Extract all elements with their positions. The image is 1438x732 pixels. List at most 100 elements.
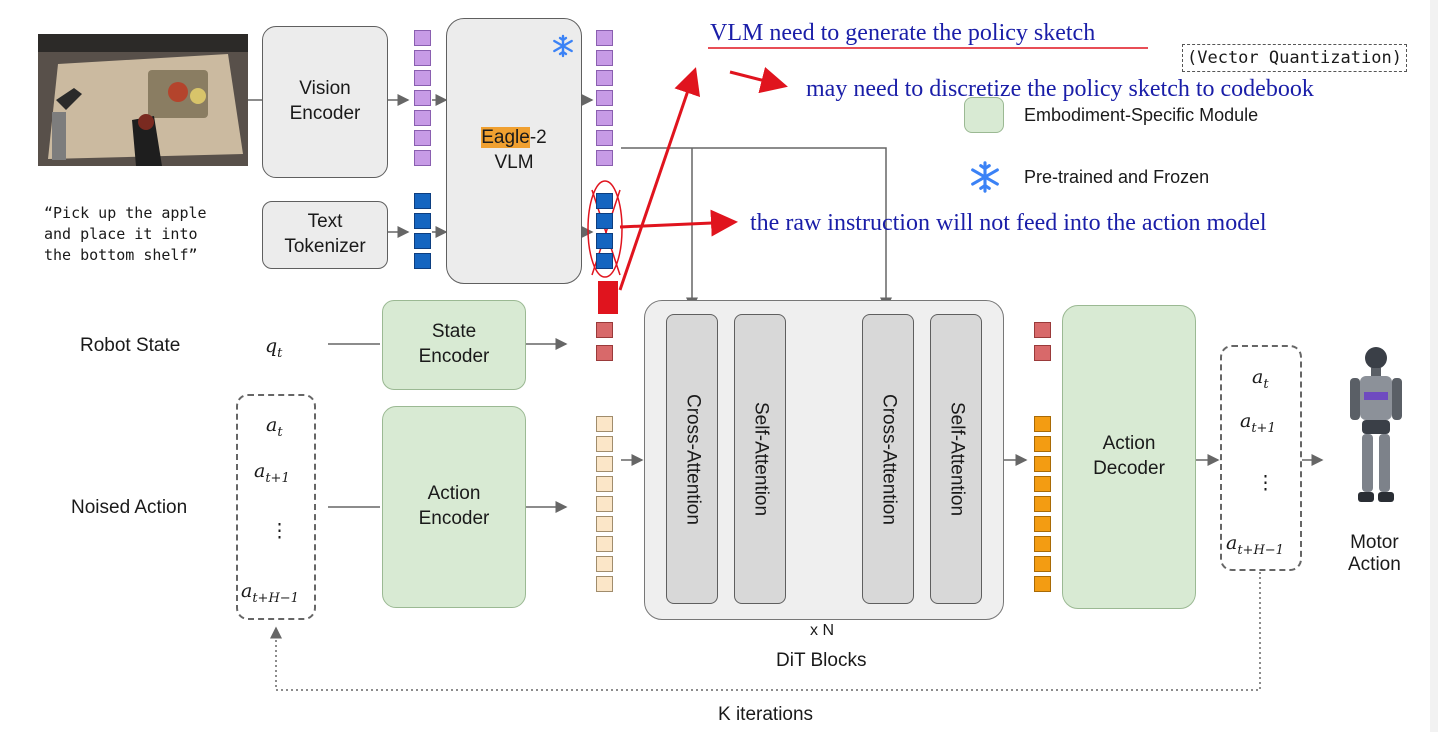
vlm-output-token xyxy=(596,50,613,66)
snowflake-icon xyxy=(971,161,999,193)
cross-attention-block-2: Cross-Attention xyxy=(862,314,914,604)
noised-action-box xyxy=(236,394,316,620)
cross-attention-block-1: Cross-Attention xyxy=(666,314,718,604)
action-token xyxy=(596,516,613,532)
action-token xyxy=(596,456,613,472)
output-a-t1: at+1 xyxy=(1240,410,1276,436)
humanoid-robot-image xyxy=(1350,347,1402,502)
action-encoder-label: Encoder xyxy=(418,508,490,529)
action-token xyxy=(596,576,613,592)
noised-a-t1: at+1 xyxy=(254,460,290,486)
cross-attention-label: Cross-Attention xyxy=(878,393,900,525)
action-token xyxy=(596,476,613,492)
action-decoder-label: Action xyxy=(1102,433,1156,455)
action-token xyxy=(596,556,613,572)
vlm-output-token xyxy=(596,253,613,269)
prompt-line: “Pick up the apple xyxy=(44,204,207,222)
vlm-output-token xyxy=(596,193,613,209)
vlm-output-token xyxy=(596,130,613,146)
robot-state-label: Robot State xyxy=(80,335,181,356)
vision-encoder-label: Encoder xyxy=(289,103,361,124)
output-a-t: at xyxy=(1252,366,1269,392)
legend-frozen-label: Pre-trained and Frozen xyxy=(1024,167,1210,187)
vlm-label: VLM xyxy=(494,152,534,173)
prompt-text: “Pick up the apple and place it into the… xyxy=(44,203,207,266)
repeat-label: x N xyxy=(810,622,834,639)
output-action-token xyxy=(1034,436,1051,452)
annotation-vlm-sketch: VLM need to generate the policy sketch xyxy=(710,20,1096,46)
text-tokenizer-label: Tokenizer xyxy=(284,236,366,257)
vision-token xyxy=(414,50,431,66)
output-state-token xyxy=(1034,345,1051,361)
annotation-raw-instruction: the raw instruction will not feed into t… xyxy=(750,210,1267,236)
vlm-output-token xyxy=(596,233,613,249)
output-vdots: ⋮ xyxy=(1256,472,1275,494)
output-action-token xyxy=(1034,576,1051,592)
self-attention-label: Self-Attention xyxy=(750,401,772,517)
text-token xyxy=(414,253,431,269)
q-variable: qt xyxy=(265,335,283,361)
state-encoder-label: State xyxy=(431,321,477,343)
vision-token xyxy=(414,130,431,146)
action-encoder-label: Action xyxy=(427,483,481,505)
self-attention-label: Self-Attention xyxy=(946,401,968,517)
legend-embodiment-label: Embodiment-Specific Module xyxy=(1024,105,1259,125)
noised-action-label: Noised Action xyxy=(71,497,188,518)
legend-green-swatch xyxy=(964,97,1004,133)
vlm-output-token xyxy=(596,213,613,229)
action-token xyxy=(596,536,613,552)
vision-token xyxy=(414,30,431,46)
snowflake-icon xyxy=(553,34,573,58)
state-token xyxy=(596,322,613,338)
prompt-line: the bottom shelf” xyxy=(44,246,198,264)
noised-vdots: ⋮ xyxy=(270,520,289,542)
output-action-box xyxy=(1220,345,1302,571)
right-edge-bar xyxy=(1430,0,1438,732)
dit-blocks-label: DiT Blocks xyxy=(776,650,867,671)
text-token xyxy=(414,213,431,229)
output-action-token xyxy=(1034,496,1051,512)
eagle-suffix: -2 xyxy=(529,127,547,149)
text-token xyxy=(414,193,431,209)
output-action-token xyxy=(1034,476,1051,492)
state-token xyxy=(596,345,613,361)
action-token xyxy=(596,496,613,512)
vision-token xyxy=(414,150,431,166)
output-action-token xyxy=(1034,516,1051,532)
output-a-tH: at+H−1 xyxy=(1226,532,1284,558)
action-token xyxy=(596,436,613,452)
vlm-output-token xyxy=(596,70,613,86)
output-state-token xyxy=(1034,322,1051,338)
noised-a-t: at xyxy=(266,414,283,440)
action-decoder-label: Decoder xyxy=(1093,458,1165,479)
output-action-token xyxy=(1034,536,1051,552)
vision-encoder-label: Vision xyxy=(299,78,351,100)
vlm-output-token xyxy=(596,90,613,106)
state-encoder-label: Encoder xyxy=(418,346,490,367)
action-token xyxy=(596,416,613,432)
annotation-discretize: may need to discretize the policy sketch… xyxy=(806,76,1314,102)
output-action-token xyxy=(1034,556,1051,572)
k-iterations-label: K iterations xyxy=(718,704,814,725)
self-attention-block-2: Self-Attention xyxy=(930,314,982,604)
noised-a-tH: at+H−1 xyxy=(241,580,299,606)
annotation-vector-quantization: (Vector Quantization) xyxy=(1182,44,1407,72)
cross-attention-label: Cross-Attention xyxy=(682,393,704,525)
vlm-output-token xyxy=(596,30,613,46)
text-tokenizer-label: Text xyxy=(307,211,343,233)
vlm-output-token xyxy=(596,110,613,126)
vision-token xyxy=(414,110,431,126)
robot-arm-photo xyxy=(38,34,248,166)
prompt-line: and place it into xyxy=(44,225,198,243)
output-action-token xyxy=(1034,456,1051,472)
eagle-vlm: Eagle-2 VLM xyxy=(446,18,582,284)
vision-token xyxy=(414,90,431,106)
self-attention-block-1: Self-Attention xyxy=(734,314,786,604)
vlm-output-token xyxy=(596,150,613,166)
